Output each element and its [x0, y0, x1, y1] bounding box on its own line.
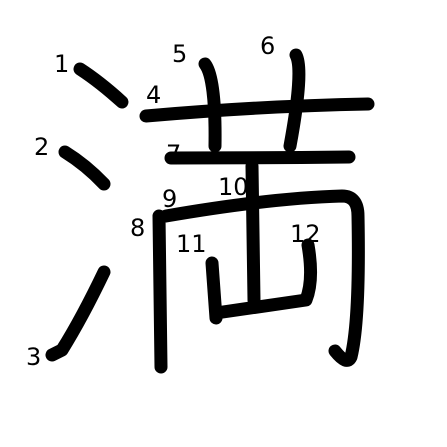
- stroke-number-1: 1: [54, 50, 69, 78]
- stroke-4: [139, 97, 375, 123]
- stroke-6: [283, 48, 306, 153]
- stroke-number-7: 7: [166, 140, 181, 168]
- stroke-number-9: 9: [162, 185, 177, 213]
- stroke-number-6: 6: [260, 32, 275, 60]
- stroke-8: [152, 209, 168, 374]
- stroke-9: [159, 189, 365, 367]
- stroke-number-5: 5: [172, 40, 187, 68]
- stroke-number-8: 8: [130, 214, 145, 242]
- stroke-1: [73, 62, 129, 109]
- stroke-5: [198, 57, 222, 153]
- stroke-number-3: 3: [26, 343, 41, 371]
- stroke-12: [209, 238, 318, 320]
- stroke-10: [245, 159, 261, 307]
- stroke-number-10: 10: [218, 173, 249, 201]
- stroke-7: [164, 150, 356, 165]
- stroke-3: [45, 265, 111, 362]
- stroke-2: [58, 145, 111, 191]
- stroke-number-12: 12: [290, 220, 321, 248]
- stroke-number-11: 11: [176, 230, 207, 258]
- stroke-number-2: 2: [34, 133, 49, 161]
- stroke-number-4: 4: [146, 81, 161, 109]
